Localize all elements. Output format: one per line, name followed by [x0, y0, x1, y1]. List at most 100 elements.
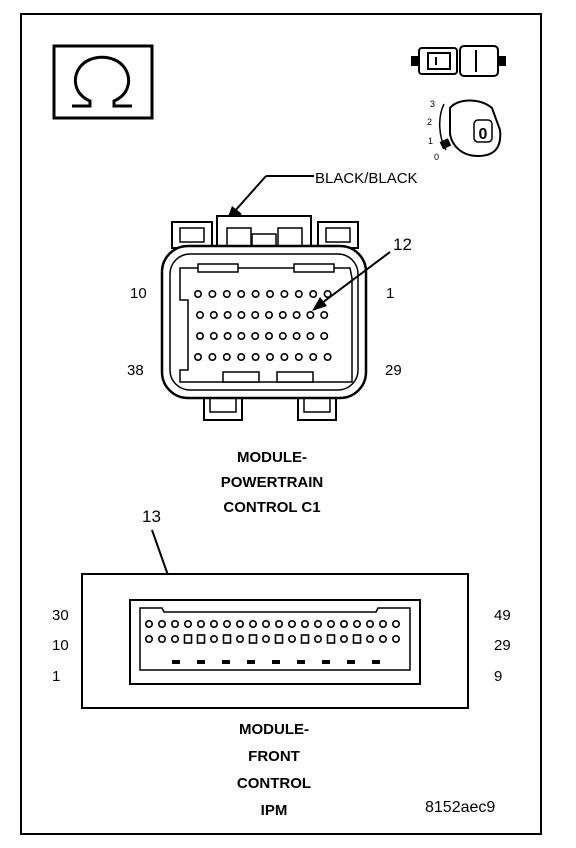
ipm-pin-9-label: 9 [494, 668, 502, 685]
connector-pin [306, 310, 315, 319]
connector-pin [210, 634, 219, 643]
connector-pin [294, 352, 303, 361]
ipm-connector [81, 573, 469, 709]
pcm-title-line-1: MODULE- [237, 449, 307, 466]
wire-color-label: BLACK/BLACK [315, 170, 418, 187]
connector-pin [197, 619, 206, 628]
connector-pin [197, 660, 205, 664]
connector-pin [287, 619, 296, 628]
ignition-position-2: 2 [427, 117, 432, 127]
connector-pin [145, 619, 154, 628]
ipm-pin-1-label: 1 [52, 668, 60, 685]
connector-pin [248, 634, 258, 644]
connector-pin [210, 619, 219, 628]
diagram-frame [20, 13, 542, 835]
connector-pin [320, 331, 329, 340]
connector-pin [294, 289, 303, 298]
connector-pin [320, 310, 329, 319]
connector-pin [208, 352, 217, 361]
connector-pin [347, 660, 355, 664]
ipm-pin-10-label: 10 [52, 637, 69, 654]
ipm-title-line-3: CONTROL [237, 775, 311, 792]
connector-pin [208, 289, 217, 298]
connector-pin [391, 619, 400, 628]
connector-pin [222, 289, 231, 298]
ipm-pin-49-label: 49 [494, 607, 511, 624]
pcm-callout-arrowhead [312, 297, 327, 311]
connector-pin [306, 331, 315, 340]
connector-pin [323, 352, 332, 361]
connector-pin [194, 289, 203, 298]
connector-pin [322, 660, 330, 664]
connector-pin [265, 289, 274, 298]
connector-pin [297, 660, 305, 664]
connector-pin [300, 634, 310, 644]
connector-pin [247, 660, 255, 664]
connector-pin [365, 619, 374, 628]
ipm-pin-30-label: 30 [52, 607, 69, 624]
pcm-pin-1-label: 1 [386, 285, 394, 302]
connector-pin [261, 619, 270, 628]
connector-pin [145, 634, 154, 643]
ipm-title-line-2: FRONT [248, 748, 300, 765]
image-id: 8152aec9 [425, 799, 495, 816]
ignition-position-0: 0 [434, 152, 439, 162]
connector-pin [313, 634, 322, 643]
connector-pin [237, 310, 246, 319]
connector-pin [194, 352, 203, 361]
connector-pin [300, 619, 309, 628]
ipm-pin-array [145, 619, 400, 664]
connector-pin [209, 310, 218, 319]
pcm-callout-leader [317, 251, 391, 307]
connector-pin [196, 331, 205, 340]
connector-pin [272, 660, 280, 664]
connector-pin [323, 289, 332, 298]
connector-pin [280, 352, 289, 361]
connector-pin [274, 634, 284, 644]
connector-pin [339, 634, 348, 643]
connector-pin [222, 352, 231, 361]
connector-pin [313, 619, 322, 628]
connector-pin [287, 634, 296, 643]
connector-pin [222, 660, 230, 664]
connector-pin [237, 289, 246, 298]
ipm-pin-29-label: 29 [494, 637, 511, 654]
connector-pin [326, 619, 335, 628]
connector-pin [309, 352, 318, 361]
pcm-connector [160, 215, 368, 421]
connector-pin [378, 634, 387, 643]
connector-pin [292, 331, 301, 340]
connector-pin [365, 634, 374, 643]
pcm-pin-array [194, 289, 332, 361]
connector-pin [171, 634, 180, 643]
connector-pin [378, 619, 387, 628]
pcm-pin-38-label: 38 [127, 362, 144, 379]
connector-pin [196, 634, 206, 644]
pcm-pin-10-label: 10 [130, 285, 147, 302]
connector-pin [391, 634, 400, 643]
ipm-callout-pin: 13 [142, 507, 161, 526]
ipm-title-line-4: IPM [261, 802, 288, 819]
connector-pin [158, 634, 167, 643]
connector-pin [352, 619, 361, 628]
connector-pin [264, 331, 273, 340]
connector-pin [236, 619, 245, 628]
connector-pin [278, 331, 287, 340]
connector-pin [237, 352, 246, 361]
connector-pin [196, 310, 205, 319]
connector-pin [251, 289, 260, 298]
connector-pin [209, 331, 218, 340]
connector-pin [183, 634, 193, 644]
connector-pin [236, 634, 245, 643]
connector-pin [309, 289, 318, 298]
wire-color-callout: BLACK/BLACK [226, 170, 418, 222]
connector-pin [265, 352, 274, 361]
ignition-key-label: 0 [479, 126, 488, 143]
connector-pin [251, 331, 260, 340]
ipm-title-line-1: MODULE- [239, 721, 309, 738]
connector-pin [278, 310, 287, 319]
connector-pin [249, 619, 258, 628]
pcm-callout-pin: 12 [393, 235, 412, 254]
connector-plug-icon [411, 45, 506, 77]
